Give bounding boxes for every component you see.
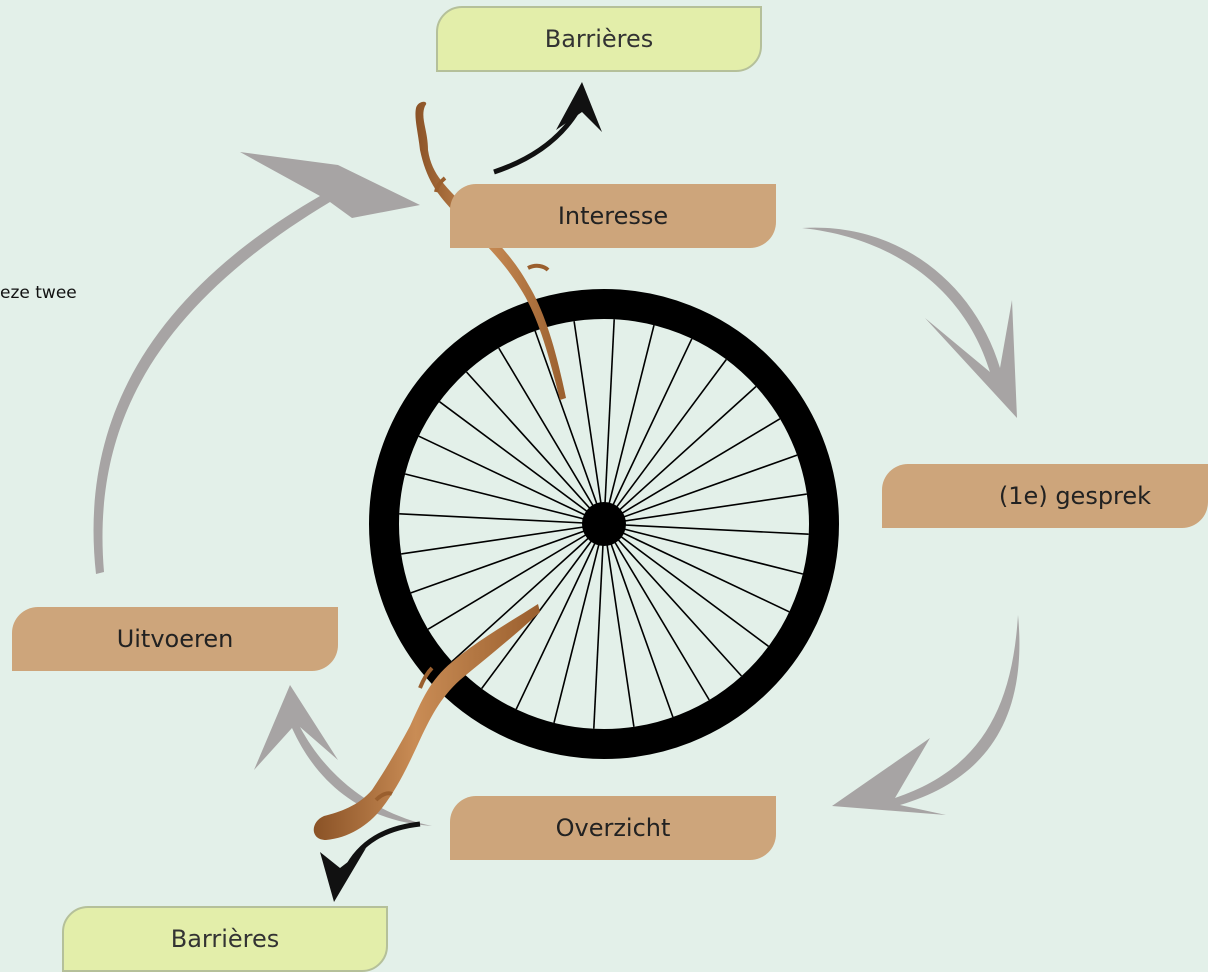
barrier-bottom: Barrières xyxy=(62,906,388,972)
wheel-spoke xyxy=(498,347,605,525)
step-overzicht-label: Overzicht xyxy=(555,814,671,842)
wheel-spoke xyxy=(465,371,605,525)
step-uitvoeren: Uitvoeren xyxy=(12,607,338,671)
wheel-spoke xyxy=(603,418,781,525)
barrier-bottom-label: Barrières xyxy=(170,925,280,953)
cycle-arrow-bottom-right xyxy=(832,615,1020,815)
barrier-top: Barrières xyxy=(436,6,762,72)
wheel-spoke xyxy=(427,523,605,630)
step-uitvoeren-label: Uitvoeren xyxy=(116,625,234,653)
wheel-spoke xyxy=(603,523,809,535)
cycle-arrow-bottom-left xyxy=(254,685,432,826)
stick-icon xyxy=(313,604,540,840)
curved-arrow-icon xyxy=(320,821,421,902)
wheel-spoke xyxy=(481,523,605,689)
bicycle-wheel-icon xyxy=(369,289,839,759)
wheel-spoke xyxy=(451,523,605,663)
wheel-spoke xyxy=(418,435,605,525)
wheel-spoke xyxy=(603,523,710,701)
stick-icon xyxy=(415,101,566,401)
wheel-spoke xyxy=(603,523,743,677)
cycle-arrow-left xyxy=(93,152,421,574)
wheel-spoke xyxy=(603,325,655,525)
wheel-spoke xyxy=(603,523,674,718)
wheel-spoke xyxy=(573,321,605,525)
wheel-spoke xyxy=(534,330,605,525)
step-interesse: Interesse xyxy=(450,184,776,248)
cycle-arrow-top-right xyxy=(802,227,1017,418)
wheel-spoke xyxy=(603,454,798,525)
wheel-spoke xyxy=(603,385,757,525)
wheel-spoke xyxy=(399,513,605,525)
wheel-spoke xyxy=(553,523,605,723)
wheel-spoke xyxy=(603,523,803,575)
cropped-text: eze twee xyxy=(0,283,77,303)
wheel-spoke xyxy=(603,523,635,727)
step-interesse-label: Interesse xyxy=(557,202,669,230)
wheel-spoke xyxy=(405,473,605,525)
step-gesprek: (1e) gesprek xyxy=(882,464,1208,528)
wheel-spoke xyxy=(603,523,790,613)
wheel-spoke xyxy=(401,523,605,555)
curved-arrow-icon xyxy=(493,82,602,175)
step-gesprek-label: (1e) gesprek xyxy=(998,482,1152,510)
wheel-spoke xyxy=(593,523,605,729)
wheel-spoke xyxy=(439,401,605,525)
wheel-spoke xyxy=(410,523,605,594)
wheel-spoke xyxy=(515,523,605,710)
wheel-spoke xyxy=(603,523,769,647)
wheel-spoke xyxy=(603,359,727,525)
step-overzicht: Overzicht xyxy=(450,796,776,860)
wheel-spoke xyxy=(603,319,615,525)
wheel-spoke xyxy=(603,493,807,525)
wheel-spoke xyxy=(603,338,693,525)
barrier-top-label: Barrières xyxy=(544,25,654,53)
